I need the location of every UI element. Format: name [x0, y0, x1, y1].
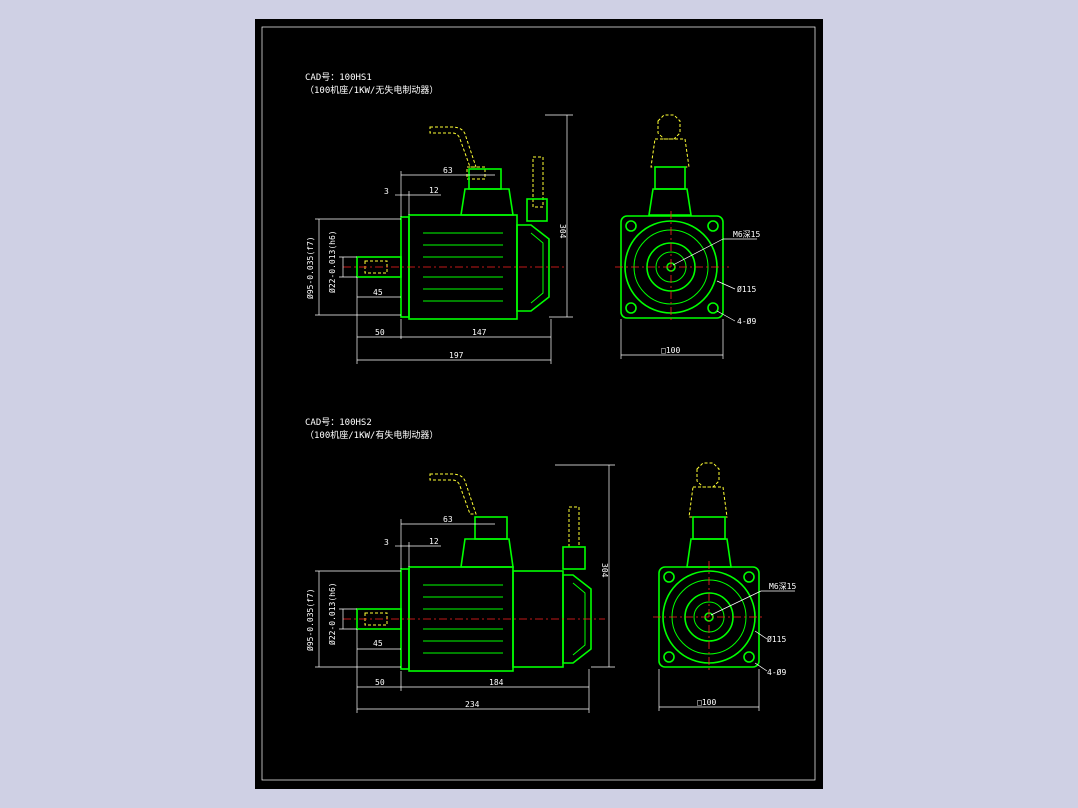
drawing-1-dim-147: 147 — [472, 328, 487, 337]
drawing-2-cad-number: CAD号：100HS2 — [305, 417, 372, 428]
drawing-1-encoder-connector — [526, 198, 548, 222]
drawing-2-front-terminal-box — [692, 516, 726, 540]
drawing-2-dimension-lines — [315, 464, 615, 713]
drawing-1-front-connector-hex — [657, 114, 681, 140]
drawing-2-description: （100机座/1KW/有失电制动器） — [305, 429, 438, 441]
drawing-2-dim-63: 63 — [443, 515, 453, 524]
sheet-border — [261, 26, 816, 781]
drawing-1-cable-connector-hidden — [429, 126, 477, 168]
drawing-2-front-connector-body — [688, 486, 728, 518]
drawing-1-encoder-plug — [532, 156, 544, 208]
drawing-2-rear-cover — [562, 574, 592, 664]
drawing-1-dim-50: 50 — [375, 328, 385, 337]
drawing-1-rear-cover-detail — [530, 232, 544, 304]
drawing-1-front-terminal-box — [654, 166, 686, 190]
drawing-1-square-dim: □100 — [661, 346, 680, 355]
drawing-1-dim-shaft-dia1: Ø95-0.035(f7) — [305, 236, 315, 299]
drawing-2: CAD号：100HS2 （100机座/1KW/有失电制动器） — [305, 417, 796, 713]
drawing-1-dim-12: 12 — [429, 186, 439, 195]
drawing-1-front-leaders — [620, 238, 757, 359]
drawing-2-square-dim: □100 — [697, 698, 716, 707]
drawing-2-terminal-box-base — [460, 538, 514, 568]
drawing-1-front-terminal-base — [648, 188, 692, 216]
drawing-1-cad-number: CAD号：100HS1 — [305, 72, 372, 83]
drawing-2-dim-50: 50 — [375, 678, 385, 687]
drawing-2-front-leaders — [658, 590, 795, 711]
drawing-2-dim-184: 184 — [489, 678, 504, 687]
drawing-1-dim-3: 3 — [384, 187, 389, 196]
drawing-2-shaft — [356, 608, 402, 630]
drawing-1-dim-shaft-dia2: Ø22-0.013(h6) — [327, 230, 337, 293]
drawing-2-dim-45: 45 — [373, 639, 383, 648]
drawing-1-rear-cover — [516, 224, 550, 312]
drawing-1-dim-197: 197 — [449, 351, 464, 360]
drawing-1-dim-45: 45 — [373, 288, 383, 297]
drawing-2-cable-connector-hidden — [429, 473, 477, 515]
drawing-1-pcd-note: Ø115 — [737, 284, 756, 294]
drawing-1-dimension-lines — [315, 114, 573, 364]
drawing-1-front-connector-body — [650, 138, 690, 168]
drawing-2-cooling-fins — [423, 584, 503, 654]
drawing-2-dim-shaft-dia2: Ø22-0.013(h6) — [327, 582, 337, 645]
drawing-2-dim-304: 304 — [600, 563, 609, 578]
drawing-1-terminal-box-base — [460, 188, 514, 216]
drawing-2-dim-12: 12 — [429, 537, 439, 546]
drawing-1-cooling-fins — [423, 232, 503, 302]
drawing-1-dim-304: 304 — [558, 224, 567, 239]
drawing-1-shaft — [356, 256, 402, 278]
drawing-1: CAD号：100HS1 （100机座/1KW/无失电制动器） — [305, 72, 760, 364]
drawing-2-thread-note: M6深15 — [769, 582, 796, 591]
drawing-2-encoder-plug — [568, 506, 580, 548]
drawing-2-dim-234: 234 — [465, 700, 480, 709]
cad-drawing-canvas: CAD号：100HS1 （100机座/1KW/无失电制动器） — [261, 26, 816, 781]
drawing-2-holes-note: 4-Ø9 — [767, 667, 786, 677]
drawing-2-dim-shaft-dia1: Ø95-0.035(f7) — [305, 588, 315, 651]
drawing-1-holes-note: 4-Ø9 — [737, 316, 756, 326]
drawing-1-thread-note: M6深15 — [733, 230, 760, 239]
drawing-2-terminal-box-top — [474, 516, 508, 540]
drawing-2-front-connector-hex — [696, 462, 720, 488]
drawing-1-description: （100机座/1KW/无失电制动器） — [305, 84, 438, 96]
drawing-1-mounting-holes — [625, 220, 719, 314]
drawing-1-dim-63: 63 — [443, 166, 453, 175]
drawing-2-encoder-connector — [562, 546, 586, 570]
drawing-2-pcd-note: Ø115 — [767, 634, 786, 644]
drawing-2-mounting-holes — [663, 571, 755, 663]
drawing-2-dim-3: 3 — [384, 538, 389, 547]
drawing-sheet: CAD号：100HS1 （100机座/1KW/无失电制动器） — [255, 19, 823, 789]
